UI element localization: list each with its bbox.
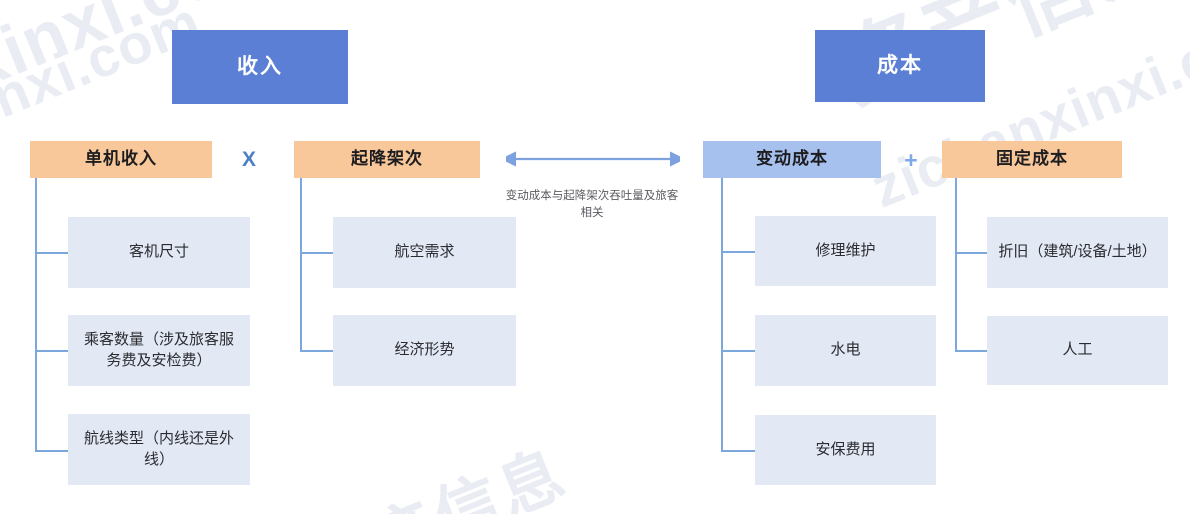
leaf-box[interactable]: 人工 xyxy=(987,316,1168,385)
multiply-operator: X xyxy=(241,148,256,171)
double-headed-arrow-icon xyxy=(500,151,686,167)
connector-branch xyxy=(300,350,334,352)
connector-spine xyxy=(721,178,723,451)
connector-spine xyxy=(955,178,957,351)
connector-spine xyxy=(35,178,37,452)
link-note: 变动成本与起降架次吞吐量及旅客相关 xyxy=(505,190,679,219)
leaf-box[interactable]: 修理维护 xyxy=(755,216,936,286)
connector-branch xyxy=(35,450,69,452)
leaf-box[interactable]: 安保费用 xyxy=(755,415,936,485)
revenue-branch-header-1[interactable]: 起降架次 xyxy=(294,141,480,178)
cost-branch-header-1[interactable]: 固定成本 xyxy=(942,141,1122,178)
watermark-cn: 资产信息 xyxy=(293,422,580,514)
leaf-box[interactable]: 乘客数量（涉及旅客服务费及安检费） xyxy=(68,315,250,386)
connector-branch xyxy=(721,251,756,253)
connector-branch xyxy=(300,252,334,254)
connector-branch xyxy=(35,350,69,352)
cost-branch-header-0[interactable]: 变动成本 xyxy=(703,141,881,178)
connector-branch xyxy=(721,450,756,452)
cost-title-box[interactable]: 成本 xyxy=(815,30,985,102)
link-arrow xyxy=(500,150,686,173)
leaf-box[interactable]: 水电 xyxy=(755,315,936,386)
revenue-title-box[interactable]: 收入 xyxy=(172,30,348,104)
connector-branch xyxy=(35,252,69,254)
plus-operator: + xyxy=(904,147,918,173)
connector-branch xyxy=(955,350,988,352)
connector-spine xyxy=(300,178,302,352)
leaf-box[interactable]: 航空需求 xyxy=(333,217,516,288)
connector-branch xyxy=(721,350,756,352)
leaf-box[interactable]: 航线类型（内线还是外线） xyxy=(68,414,250,485)
revenue-branch-header-0[interactable]: 单机收入 xyxy=(30,141,212,178)
leaf-box[interactable]: 客机尺寸 xyxy=(68,217,250,288)
leaf-box[interactable]: 经济形势 xyxy=(333,315,516,386)
leaf-box[interactable]: 折旧（建筑/设备/土地） xyxy=(987,217,1168,288)
connector-branch xyxy=(955,252,988,254)
